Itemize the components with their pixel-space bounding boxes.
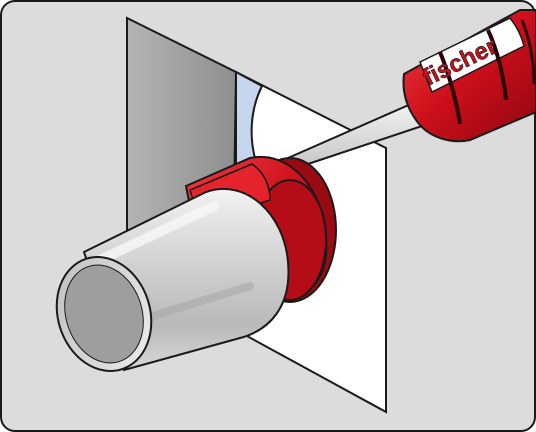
pipe [55, 187, 290, 372]
